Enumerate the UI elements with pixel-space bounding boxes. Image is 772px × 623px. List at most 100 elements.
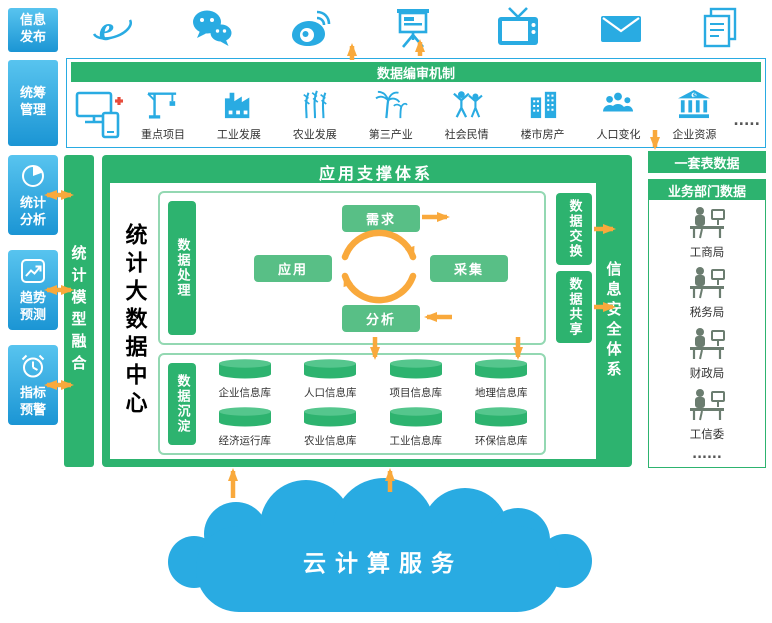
left-item-indicator-warning: 指标预警 [8, 345, 58, 425]
cycle-collect: 采集 [430, 255, 508, 282]
dept-more-dots: ...... [692, 447, 722, 463]
palm-trees-icon [374, 89, 408, 123]
category-label: 重点项目 [140, 127, 185, 141]
database-item: 农业信息库 [288, 407, 374, 455]
category-item: 工业发展 [202, 89, 276, 142]
app-support-header: 应用支撑体系 [318, 164, 433, 183]
dept-label: 财政局 [689, 365, 725, 380]
fusion-bar: 统计模型融合 [64, 155, 94, 467]
manage-header: 数据编审机制 [71, 62, 761, 82]
office-desk-icon [687, 265, 727, 303]
wechat-icon [191, 9, 233, 51]
dept-box: 业务部门数据 工商局 [648, 179, 766, 468]
dept-item: 工商局 [687, 205, 727, 260]
big-data-center-box: 应用支撑体系 统计大数据中心 数据处理 需求 采集 分析 应用 数据交换 数据共… [102, 155, 632, 467]
factory-icon [222, 89, 256, 123]
svg-text:e: e [99, 11, 114, 48]
one-table-header: 一套表数据 [648, 151, 766, 173]
crane-icon [146, 89, 180, 123]
database-item: 经济运行库 [202, 407, 288, 455]
cloud-base [196, 526, 560, 612]
database-label: 地理信息库 [475, 387, 528, 399]
database-cylinder-icon [388, 407, 444, 431]
fusion-bar-label: 统计模型融合 [69, 245, 88, 377]
database-item: 人口信息库 [288, 359, 374, 407]
manage-label: 统筹管理 [19, 86, 46, 118]
buildings-icon [526, 89, 560, 123]
population-icon [601, 89, 635, 123]
dept-label: 工信委 [689, 426, 725, 441]
database-item: 环保信息库 [459, 407, 545, 455]
database-label: 农业信息库 [304, 435, 357, 447]
database-label: 工业信息库 [389, 435, 443, 447]
svg-text:$: $ [693, 92, 697, 99]
office-desk-icon [687, 326, 727, 364]
left-item-trend-forecast: 趋势预测 [8, 250, 58, 330]
category-label: 楼市房产 [520, 127, 565, 141]
database-cylinder-icon [473, 359, 529, 383]
database-item: 工业信息库 [373, 407, 459, 455]
left-item-stat-analysis: 统计分析 [8, 155, 58, 235]
category-label: 人口变化 [596, 127, 641, 141]
database-item: 项目信息库 [373, 359, 459, 407]
category-item: 第三产业 [354, 89, 428, 142]
database-cylinder-icon [388, 359, 444, 383]
process-panel: 数据处理 需求 采集 分析 应用 [158, 191, 546, 345]
publish-channel-icons: e [62, 3, 768, 57]
dept-box-header: 业务部门数据 [649, 180, 765, 200]
weibo-icon [290, 9, 332, 51]
section-label-manage: 统筹管理 [8, 60, 58, 146]
cycle-apply: 应用 [254, 255, 332, 282]
category-item: 重点项目 [126, 89, 200, 142]
tv-icon [494, 7, 542, 53]
process-label: 数据处理 [168, 201, 196, 335]
category-label: 农业发展 [292, 127, 337, 141]
database-label: 经济运行库 [218, 435, 272, 447]
office-desk-icon [687, 205, 727, 243]
cloud: 云计算服务 [168, 478, 598, 620]
dept-item: 税务局 [687, 265, 727, 320]
database-grid: 企业信息库 人口信息库 项目信息库 地理信息库 [202, 359, 544, 453]
indicator-warning-label: 指标预警 [19, 386, 46, 418]
center-title: 统计大数据中心 [121, 223, 147, 419]
security-bar: 信息安全体系 [604, 261, 623, 381]
bank-dollar-icon: $ [677, 89, 711, 123]
office-desk-icon [687, 387, 727, 425]
mail-icon [599, 11, 643, 49]
category-item: 楼市房产 [506, 89, 580, 142]
alarm-clock-icon [20, 353, 46, 383]
presentation-screen-icon [390, 7, 436, 53]
dept-item: 财政局 [687, 326, 727, 381]
category-label: 社会民情 [444, 127, 489, 141]
category-items: 重点项目 工业发展 [125, 85, 761, 145]
stat-analysis-label: 统计分析 [19, 196, 46, 228]
cycle-demand: 需求 [342, 205, 420, 232]
database-cylinder-icon [217, 359, 273, 383]
database-label: 企业信息库 [218, 387, 272, 399]
dept-item: 工信委 [687, 387, 727, 442]
category-item: 社会民情 [430, 89, 504, 142]
database-label: 环保信息库 [475, 435, 528, 447]
database-item: 地理信息库 [459, 359, 545, 407]
database-cylinder-icon [302, 407, 358, 431]
documents-icon [701, 7, 739, 53]
pie-chart-icon [20, 163, 46, 193]
trend-forecast-label: 趋势预测 [19, 291, 46, 323]
database-item: 企业信息库 [202, 359, 288, 407]
category-item: 农业发展 [278, 89, 352, 142]
sediment-panel: 数据沉淀 企业信息库 人口信息库 项目信息库 [158, 353, 546, 455]
main-inner: 统计大数据中心 数据处理 需求 采集 分析 应用 数据交换 数据共享 数据沉淀 … [110, 183, 596, 459]
manage-box: 数据编审机制 [66, 58, 766, 148]
database-cylinder-icon [473, 407, 529, 431]
ie-browser-icon: e [91, 8, 133, 52]
category-label: 企业资源 [672, 127, 717, 141]
database-cylinder-icon [302, 359, 358, 383]
dept-label: 工商局 [689, 244, 725, 259]
info-publish-label: 信息发布 [19, 13, 46, 45]
dept-label: 税务局 [689, 305, 725, 320]
wheat-icon [298, 89, 332, 123]
trend-line-icon [20, 258, 46, 288]
dept-list: 工商局 税务局 [649, 202, 765, 465]
cloud-label: 云计算服务 [303, 551, 463, 577]
